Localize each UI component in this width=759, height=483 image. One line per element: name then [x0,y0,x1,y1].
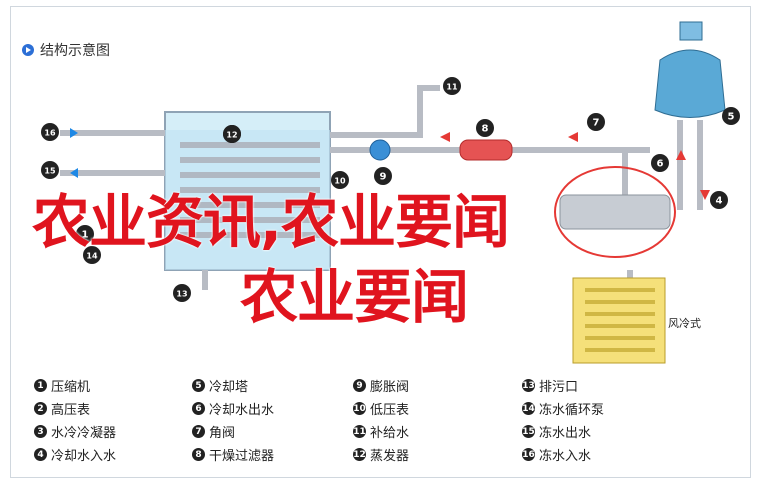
cooling-tower [654,49,726,118]
svg-text:8: 8 [482,124,489,135]
drier-filter [459,139,513,161]
arrow-blue-icon [70,128,78,138]
marker-13: 13 [173,284,191,302]
svg-text:10: 10 [334,177,346,186]
diagram-title: 结构示意图 [22,40,110,60]
arrow-red-icon [676,150,686,160]
watermark-overlay-1: 农业资讯,农业要闻 [32,188,510,256]
svg-text:1: 1 [82,230,89,241]
marker-1: 1 [76,225,94,243]
marker-14: 14 [83,246,101,264]
pipe-tower [677,120,703,210]
marker-12: 12 [223,125,241,143]
marker-10: 10 [331,171,349,189]
marker-7: 7 [587,113,605,131]
svg-text:13: 13 [176,290,187,299]
svg-text:15: 15 [44,167,56,176]
marker-group: 1245678910111213141516 [41,77,740,302]
diagram-title-text: 结构示意图 [40,43,110,59]
tower-fan [679,21,703,41]
marker-9: 9 [374,167,392,185]
expansion-valve [369,139,391,161]
diagram-frame [10,6,751,478]
marker-16: 16 [41,123,59,141]
arrow-red-icon [700,190,710,200]
watermark-overlay-2: 农业要闻 [240,263,469,331]
arrow-red-icon [440,132,450,142]
svg-text:12: 12 [226,131,237,140]
play-icon [22,44,34,56]
svg-text:16: 16 [44,129,56,138]
arrow-blue-icon [70,168,78,178]
marker-11: 11 [443,77,461,95]
pipe-makeup [330,85,440,138]
svg-text:7: 7 [593,118,600,129]
svg-text:14: 14 [86,252,98,261]
svg-text:11: 11 [446,83,458,92]
svg-text:5: 5 [728,112,735,123]
svg-text:9: 9 [380,172,387,183]
marker-8: 8 [476,119,494,137]
pipe-condenser-link [600,147,628,210]
condenser-highlight [554,166,676,258]
marker-5: 5 [722,107,740,125]
water-level [165,130,330,270]
water-condenser [559,194,671,230]
svg-text:6: 6 [657,159,664,170]
marker-15: 15 [41,161,59,179]
evaporator-coil [180,142,320,238]
arrow-red-icon [568,132,578,142]
marker-6: 6 [651,154,669,172]
marker-4: 4 [710,191,728,209]
svg-text:4: 4 [716,196,723,207]
air-cooled-label: 风冷式 [668,317,701,330]
air-cooled-fins [585,288,655,352]
